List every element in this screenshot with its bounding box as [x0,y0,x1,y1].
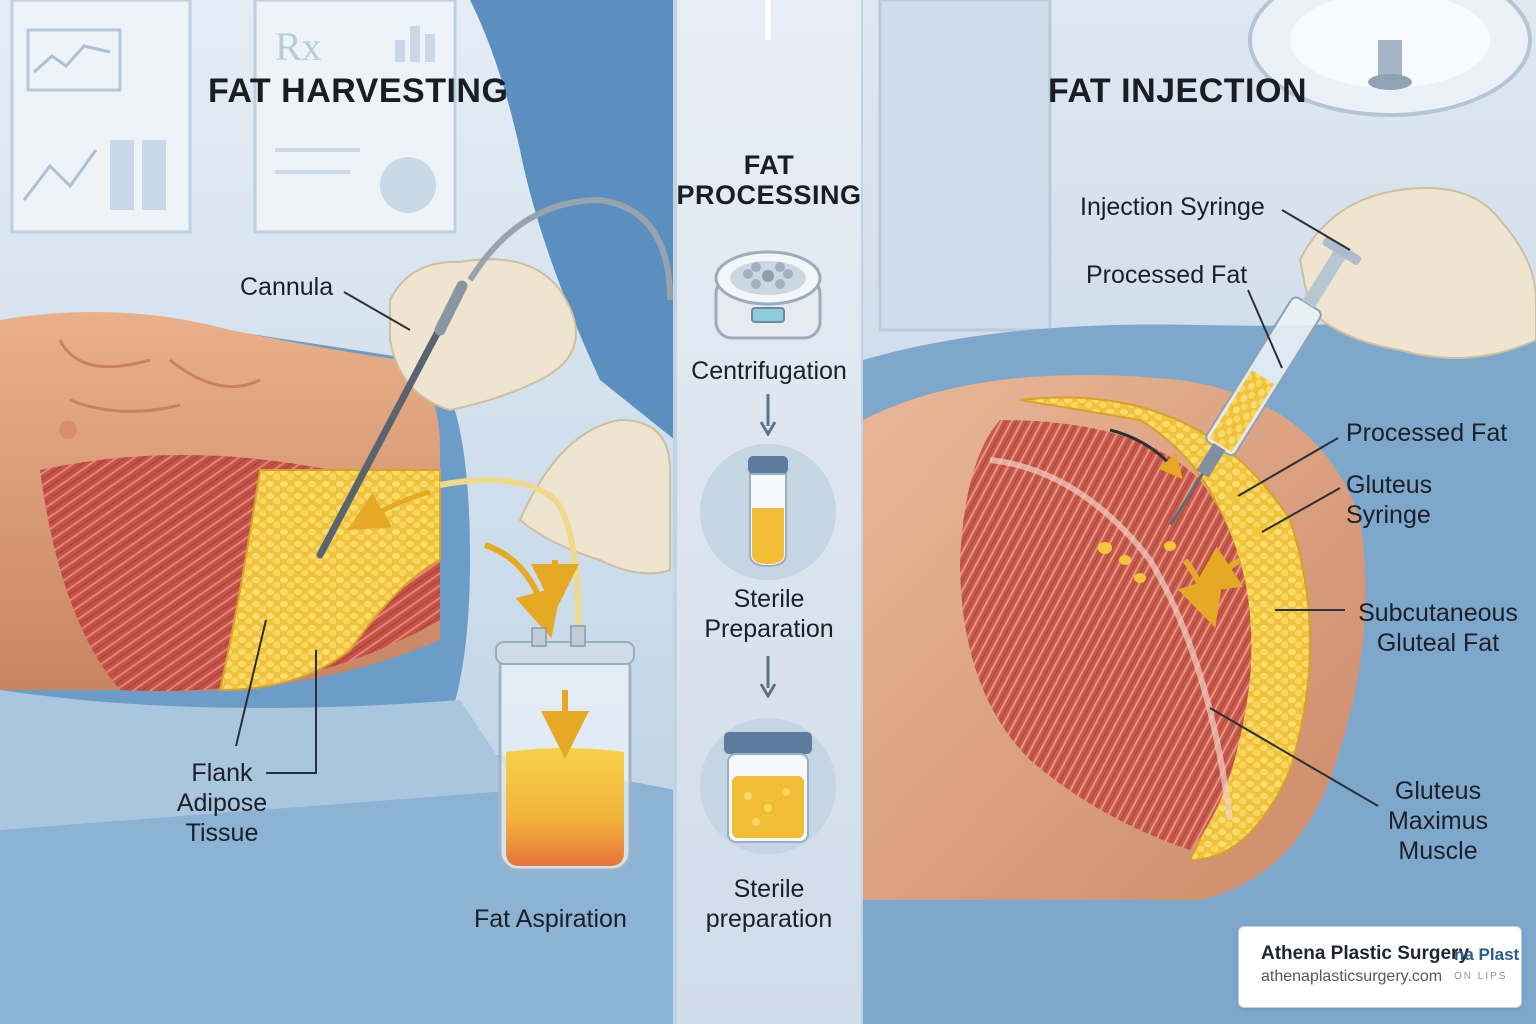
processing-title: FAT PROCESSING [676,150,862,210]
badge-url: athenaplasticsurgery.com [1261,968,1443,985]
test-tube-icon [700,444,836,580]
label-flank-line-3: Tissue [185,819,259,847]
arrow-down-icon [759,656,777,698]
svg-text:Rx: Rx [275,24,322,69]
step-2-line-2: Preparation [704,615,834,643]
step-label-centrifugation: Centrifugation [676,356,862,386]
label-processed-fat-top: Processed Fat [1086,261,1248,289]
label-cannula: Cannula [240,273,334,301]
label-gluteus-syringe-line-1: Gluteus [1346,471,1433,499]
label-gluteus-maximus-muscle: Gluteus Maximus Muscle [1374,776,1502,866]
centrifuge-icon [714,250,822,340]
step-3-line-1: Sterile [733,875,805,903]
arrow-down-icon [759,394,777,436]
step-3-line-2: preparation [705,905,833,933]
label-subcutaneous-line-2: Gluteal Fat [1376,629,1500,657]
injection-panel [863,0,1536,1024]
processing-title-line-1: FAT [743,150,795,180]
processing-title-line-2: PROCESSING [676,180,862,210]
athena-badge: Athena Plastic Surgery athenaplasticsurg… [1238,926,1522,1008]
injection-title: FAT INJECTION [1048,72,1307,110]
label-gluteus-maximus-line-1: Gluteus [1394,777,1482,805]
badge-logo-subtext: ON LIPS [1454,971,1508,982]
label-processed-fat-right: Processed Fat [1346,419,1508,447]
badge-name: Athena Plastic Surgery [1261,943,1470,964]
label-flank-adipose-tissue: Flank Adipose Tissue [160,758,284,848]
label-fat-aspiration: Fat Aspiration [474,905,627,933]
label-flank-line-1: Flank [191,759,253,787]
badge-logo-text: na Plast [1454,945,1520,964]
label-subcutaneous-gluteal-fat: Subcutaneous Gluteal Fat [1350,598,1526,658]
harvesting-panel: Rx [0,0,675,1024]
label-gluteus-maximus-line-3: Muscle [1398,837,1478,865]
step-1-line-1: Centrifugation [691,357,847,385]
label-subcutaneous-line-1: Subcutaneous [1358,599,1518,627]
label-flank-line-2: Adipose [176,789,268,817]
specimen-jar-icon [700,718,836,854]
label-injection-syringe: Injection Syringe [1080,193,1265,221]
label-gluteus-maximus-line-2: Maximus [1387,807,1488,835]
step-label-sterile-preparation-final: Sterile preparation [676,874,862,934]
label-gluteus-syringe: Gluteus Syringe [1346,470,1432,530]
label-gluteus-syringe-line-2: Syringe [1346,501,1431,529]
step-2-line-1: Sterile [733,585,805,613]
step-label-sterile-preparation: Sterile Preparation [676,584,862,644]
harvesting-title: FAT HARVESTING [208,72,509,110]
